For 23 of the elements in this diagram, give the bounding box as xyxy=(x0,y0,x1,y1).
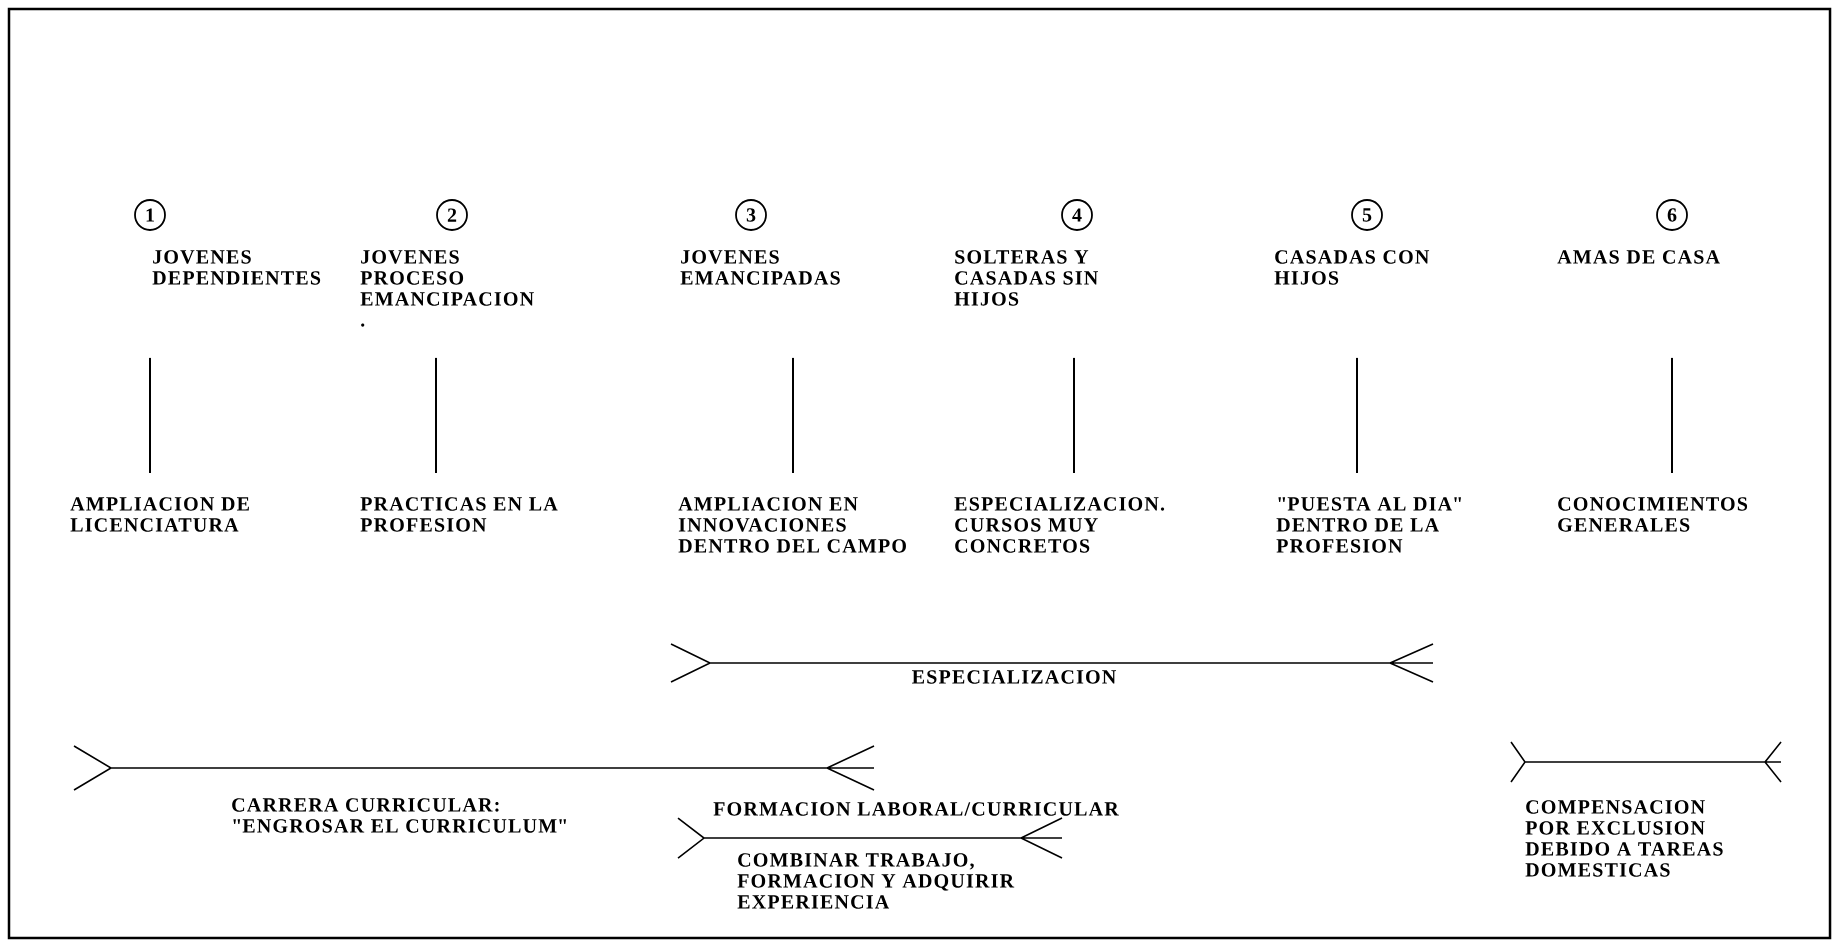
heading-text: JOVENES PROCESO EMANCIPACION . xyxy=(360,250,534,327)
heading-text: CASADAS CON HIJOS xyxy=(1274,250,1430,285)
topic-text: ESPECIALIZACION. CURSOS MUY CONCRETOS xyxy=(954,497,1165,553)
range-label: FORMACION LABORAL/CURRICULAR xyxy=(713,802,1119,816)
heading-text: JOVENES EMANCIPADAS xyxy=(680,250,840,285)
topic-text: PRACTICAS EN LA PROFESION xyxy=(360,497,558,532)
range-label: ESPECIALIZACION xyxy=(912,670,1116,684)
range-label: CARRERA CURRICULAR: "ENGROSAR EL CURRICULUM" xyxy=(232,798,566,833)
topic-text: AMPLIACION DE LICENCIATURA xyxy=(70,497,249,532)
connector-line xyxy=(1073,356,1075,474)
connector-line xyxy=(1671,356,1673,474)
topic-text: AMPLIACION EN INNOVACIONES DENTRO DEL CAMPO xyxy=(678,497,906,553)
heading-text: AMAS DE CASA xyxy=(1557,250,1720,264)
topic-text: CONOCIMIENTOS GENERALES xyxy=(1558,497,1748,532)
connector-line xyxy=(149,356,151,474)
heading-text: JOVENES DEPENDIENTES xyxy=(152,250,321,285)
topic-text: "PUESTA AL DIA" DENTRO DE LA PROFESION xyxy=(1276,497,1461,553)
heading-text: SOLTERAS Y CASADAS SIN HIJOS xyxy=(954,250,1098,306)
connector-line xyxy=(435,356,437,474)
range-label: COMPENSACION POR EXCLUSION DEBIDO A TAREAS DOMESTICAS xyxy=(1525,800,1723,877)
connector-line xyxy=(1356,356,1358,474)
connector-line xyxy=(792,356,794,474)
range-label: COMBINAR TRABAJO, FORMACION Y ADQUIRIR EXPERIENCIA xyxy=(737,853,1015,909)
